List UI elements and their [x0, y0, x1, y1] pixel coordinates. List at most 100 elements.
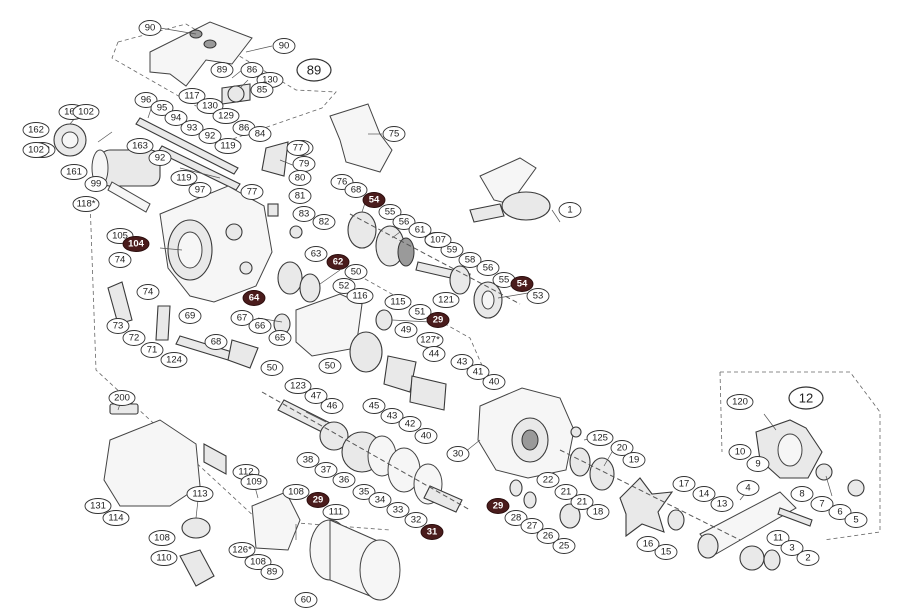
svg-text:14: 14: [699, 489, 710, 500]
svg-text:127*: 127*: [420, 335, 440, 346]
svg-text:69: 69: [185, 311, 196, 322]
part-callout: 14: [692, 486, 716, 502]
svg-text:25: 25: [559, 541, 570, 552]
part-callout: 131: [84, 498, 112, 514]
part-callout: 118*: [72, 196, 100, 212]
svg-text:29: 29: [493, 501, 504, 512]
svg-text:110: 110: [156, 553, 171, 564]
svg-text:82: 82: [319, 217, 330, 228]
svg-text:3: 3: [789, 543, 794, 554]
svg-text:120: 120: [732, 397, 748, 408]
svg-text:28: 28: [511, 513, 522, 524]
svg-text:27: 27: [527, 521, 538, 532]
svg-text:105: 105: [112, 231, 128, 242]
svg-text:12: 12: [799, 391, 813, 406]
part-callout: 21: [570, 494, 594, 510]
part-callout: 163: [126, 138, 154, 154]
part-callout-highlighted: 54: [362, 192, 386, 208]
svg-text:71: 71: [147, 345, 158, 356]
part-callout: 16: [636, 536, 660, 552]
part-callout: 79: [292, 156, 316, 172]
part-callout: 90: [138, 20, 162, 36]
group-label-12: 12: [788, 386, 824, 410]
svg-text:8: 8: [799, 489, 804, 500]
svg-text:10: 10: [735, 447, 746, 458]
part-callout: 36: [332, 472, 356, 488]
svg-text:68: 68: [351, 185, 362, 196]
part-callout: 27: [520, 518, 544, 534]
svg-text:55: 55: [385, 207, 396, 218]
svg-text:81: 81: [295, 191, 306, 202]
top-cover: [149, 21, 253, 87]
part-callout: 9: [746, 456, 770, 472]
part-callout: 56: [476, 260, 500, 276]
svg-text:89: 89: [217, 65, 228, 76]
svg-text:62: 62: [333, 257, 344, 268]
part-callout: 3: [780, 540, 804, 556]
svg-text:68: 68: [211, 337, 222, 348]
part-callout: 92: [198, 128, 222, 144]
part-callout: 18: [586, 504, 610, 520]
svg-text:7: 7: [819, 499, 824, 510]
part-callout: 66: [248, 318, 272, 334]
part-callout: 109: [240, 474, 268, 490]
part-callout-highlighted: 104: [122, 236, 150, 252]
part-callout: 1: [558, 202, 582, 218]
part-callout: 68: [204, 334, 228, 350]
svg-text:53: 53: [533, 291, 544, 302]
svg-text:77: 77: [293, 143, 304, 154]
svg-text:22: 22: [543, 475, 554, 486]
part-callout: 74: [136, 284, 160, 300]
svg-text:97: 97: [195, 185, 206, 196]
part-callout: 119: [170, 170, 198, 186]
part-callout: 77: [240, 184, 264, 200]
svg-text:20: 20: [617, 443, 628, 454]
svg-text:33: 33: [393, 505, 404, 516]
svg-text:63: 63: [311, 249, 322, 260]
part-callout: 33: [386, 502, 410, 518]
part-callout: 21: [554, 484, 578, 500]
part-callout: 200: [108, 390, 136, 406]
svg-text:5: 5: [853, 515, 858, 526]
svg-text:99: 99: [91, 179, 102, 190]
part-callout: 17: [672, 476, 696, 492]
svg-text:94: 94: [171, 113, 182, 124]
part-callout: 61: [408, 222, 432, 238]
part-callout: 40: [414, 428, 438, 444]
part-callout: 83: [292, 206, 316, 222]
svg-text:21: 21: [577, 497, 588, 508]
part-callout-highlighted: 64: [242, 290, 266, 306]
svg-text:75: 75: [389, 129, 400, 140]
svg-text:56: 56: [399, 217, 410, 228]
part-callout: 120: [726, 394, 754, 410]
svg-text:49: 49: [401, 325, 412, 336]
part-callout: 81: [288, 188, 312, 204]
svg-text:46: 46: [327, 401, 338, 412]
part-callout: 111: [322, 504, 350, 520]
part-callout: 50: [260, 360, 284, 376]
svg-text:61: 61: [415, 225, 426, 236]
svg-text:40: 40: [489, 377, 500, 388]
svg-text:52: 52: [339, 281, 350, 292]
svg-text:89: 89: [307, 63, 321, 78]
part-callout: 13: [710, 496, 734, 512]
part-callout: 6: [828, 504, 852, 520]
svg-text:30: 30: [453, 449, 464, 460]
part-callout: 55: [378, 204, 402, 220]
part-callout: 28: [504, 510, 528, 526]
part-callout: 75: [382, 126, 406, 142]
svg-text:21: 21: [561, 487, 572, 498]
part-callout: 20: [610, 440, 634, 456]
svg-text:89: 89: [267, 567, 278, 578]
svg-text:86: 86: [239, 123, 250, 134]
svg-text:56: 56: [483, 263, 494, 274]
svg-text:55: 55: [499, 275, 510, 286]
svg-text:35: 35: [359, 487, 370, 498]
svg-text:108: 108: [288, 487, 304, 498]
svg-text:58: 58: [465, 255, 476, 266]
part-callout: 2: [796, 550, 820, 566]
svg-text:45: 45: [369, 401, 380, 412]
part-callout: 123: [284, 378, 312, 394]
svg-text:2: 2: [805, 553, 810, 564]
part-callout: 71: [140, 342, 164, 358]
